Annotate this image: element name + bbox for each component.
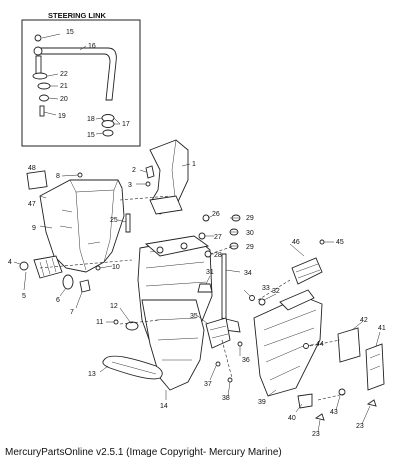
callout-40: 40: [288, 415, 296, 422]
nut-20: [39, 94, 49, 102]
callout-29-top: 29: [246, 215, 254, 222]
washer-43: [338, 388, 346, 396]
screw-3: [145, 181, 151, 187]
callout-37: 37: [204, 381, 212, 388]
callout-8: 8: [56, 173, 60, 180]
callout-35: 35: [190, 313, 198, 320]
nut-4: [19, 261, 29, 271]
callout-9: 9: [32, 225, 36, 232]
inset-label-19: 19: [58, 113, 66, 120]
callout-14: 14: [160, 403, 168, 410]
screw-36: [237, 341, 243, 347]
screw-45: [319, 239, 325, 245]
callout-6: 6: [56, 297, 60, 304]
washer-32: [258, 298, 266, 306]
seal-6: [62, 274, 74, 290]
trim-tab-40: [297, 393, 313, 409]
inset-label-16: 16: [88, 43, 96, 50]
inset-label-22: 22: [60, 71, 68, 78]
screw-23-left: [314, 413, 325, 421]
callout-33: 33: [262, 285, 270, 292]
callout-3: 3: [128, 182, 132, 189]
washer-12: [125, 321, 139, 331]
anode-42: [337, 327, 361, 363]
callout-41: 41: [378, 325, 386, 332]
spacer-18b: [101, 120, 115, 128]
pin-25: [125, 213, 131, 233]
callout-36: 36: [242, 357, 250, 364]
screw-11: [113, 319, 119, 325]
callout-29-bottom: 29: [246, 244, 254, 251]
steering-link-inset: STEERING LINK 15 16 22 21 20 19 18 17: [21, 11, 141, 147]
washer-21: [37, 82, 51, 90]
pin-10: [95, 265, 101, 271]
washer-22: [32, 72, 48, 80]
inset-label-18: 18: [87, 116, 95, 123]
bracket-2: [145, 165, 155, 179]
callout-10: 10: [112, 264, 120, 271]
screw-44: [303, 343, 309, 349]
callout-31: 31: [206, 269, 214, 276]
callout-23-left: 23: [312, 431, 320, 438]
nut-15-lower: [102, 129, 114, 137]
inset-label-15-top: 15: [66, 29, 74, 36]
callout-11: 11: [96, 319, 103, 326]
inset-title: STEERING LINK: [48, 11, 107, 20]
grommet-31: [197, 283, 213, 293]
screw-38: [227, 377, 233, 383]
bolt-19: [39, 105, 45, 117]
plate-41: [365, 343, 385, 391]
callout-23-right: 23: [356, 423, 364, 430]
decal-plate-48: [26, 170, 48, 190]
callout-4: 4: [8, 259, 12, 266]
callout-46: 46: [292, 239, 300, 246]
clip-7: [79, 279, 91, 293]
callout-12: 12: [110, 303, 118, 310]
callout-5: 5: [22, 293, 26, 300]
callout-2: 2: [132, 167, 136, 174]
callout-38: 38: [222, 395, 230, 402]
callout-44: 44: [316, 341, 324, 348]
link-end-ball: [33, 46, 43, 56]
screw-8: [77, 172, 83, 178]
callout-32: 32: [272, 288, 280, 295]
inset-label-15-bottom: 15: [87, 132, 95, 139]
water-pump-35: [205, 317, 231, 349]
callout-30: 30: [246, 230, 254, 237]
callout-7: 7: [70, 309, 74, 316]
inset-label-17: 17: [122, 121, 130, 128]
callout-42: 42: [360, 317, 368, 324]
parts-diagram: STEERING LINK 15 16 22 21 20 19 18 17: [8, 11, 386, 438]
link-ring: [34, 34, 42, 42]
link-stud: [35, 55, 42, 75]
grommet-26: [202, 214, 210, 222]
screw-37: [215, 361, 221, 367]
callout-39: 39: [258, 399, 266, 406]
copyright-footer: MercuryPartsOnline v2.5.1 (Image Copyrig…: [5, 447, 282, 458]
screw-33: [249, 295, 255, 301]
callout-26: 26: [212, 211, 220, 218]
cowl-housing-9: [39, 179, 125, 273]
screw-23-right: [366, 399, 377, 407]
callout-34: 34: [244, 270, 252, 277]
callout-25: 25: [110, 217, 118, 224]
inset-label-20: 20: [60, 96, 68, 103]
shift-rod-34: [221, 253, 227, 325]
callout-28: 28: [214, 252, 222, 259]
callout-1: 1: [192, 161, 196, 168]
callout-43: 43: [330, 409, 338, 416]
callout-27: 27: [214, 234, 222, 241]
tube-flange: [149, 195, 183, 215]
callout-45: 45: [336, 239, 344, 246]
steering-link-rod: [37, 47, 117, 101]
callout-48: 48: [28, 165, 36, 172]
callout-47: 47: [28, 201, 36, 208]
callout-13: 13: [88, 371, 96, 378]
inset-label-21: 21: [60, 83, 68, 90]
